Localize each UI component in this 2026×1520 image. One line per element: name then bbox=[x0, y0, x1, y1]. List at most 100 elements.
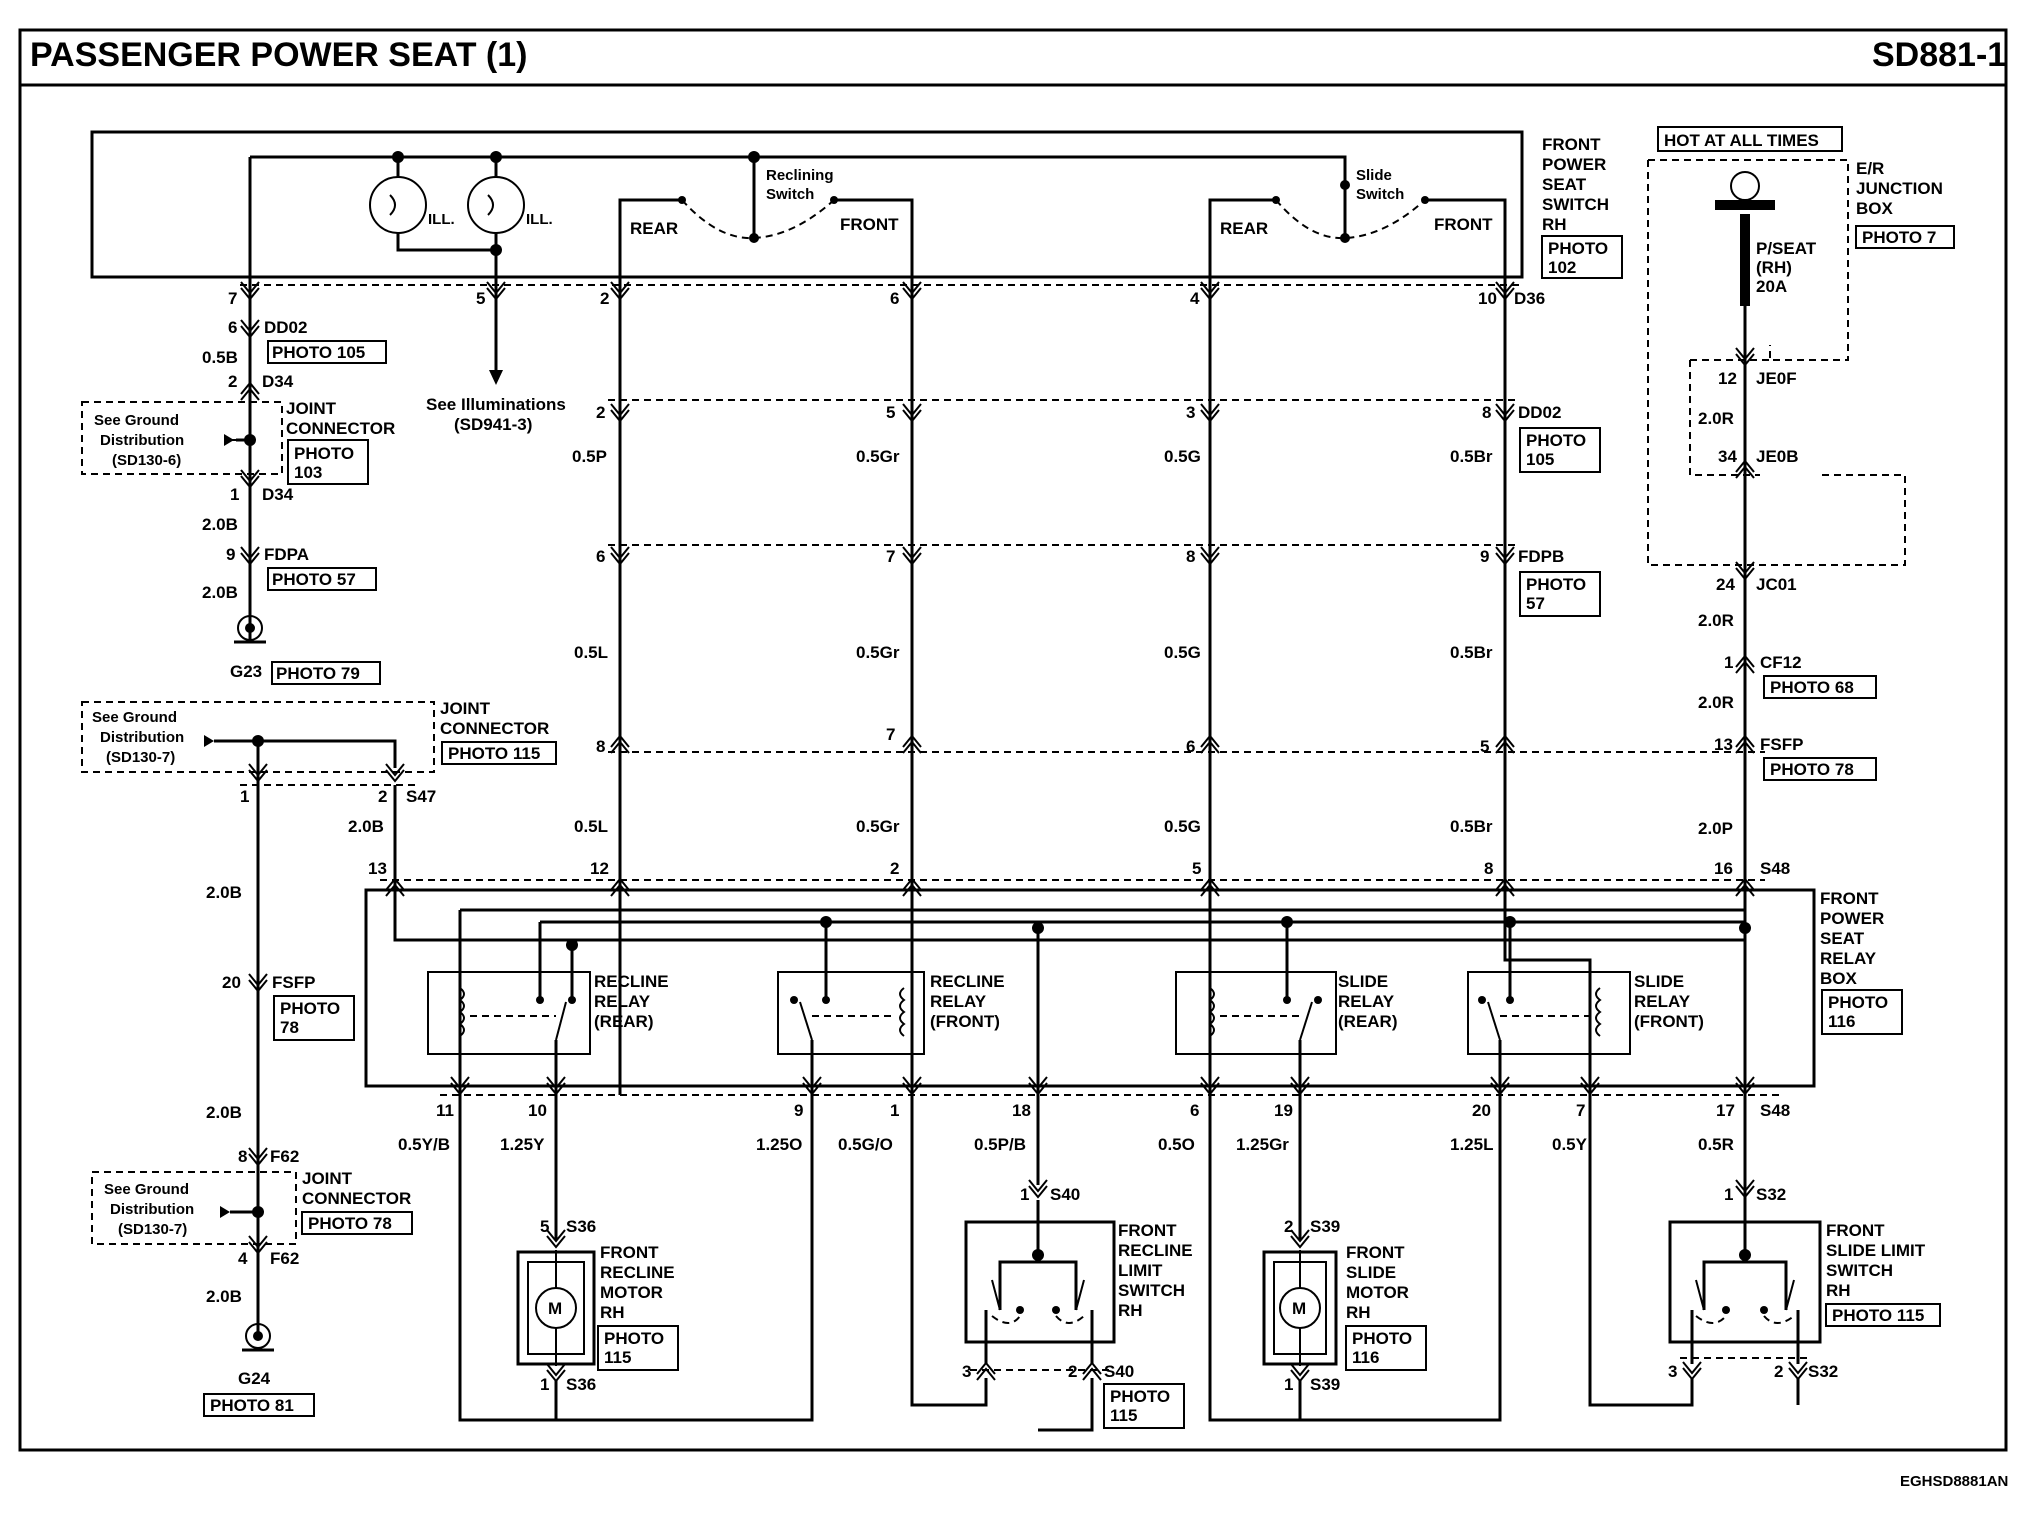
svg-text:CF12: CF12 bbox=[1760, 653, 1802, 672]
svg-text:116: 116 bbox=[1828, 1012, 1855, 1031]
svg-text:5: 5 bbox=[1192, 859, 1201, 878]
svg-text:9: 9 bbox=[1480, 547, 1489, 566]
svg-text:(SD130-7): (SD130-7) bbox=[106, 749, 175, 766]
svg-text:JOINT: JOINT bbox=[440, 699, 491, 718]
svg-text:CONNECTOR: CONNECTOR bbox=[440, 719, 549, 738]
svg-text:7: 7 bbox=[886, 725, 895, 744]
svg-text:8: 8 bbox=[1186, 547, 1195, 566]
svg-text:8: 8 bbox=[1484, 859, 1493, 878]
svg-text:FRONT: FRONT bbox=[1820, 889, 1879, 908]
svg-text:S36: S36 bbox=[566, 1217, 596, 1236]
svg-text:2: 2 bbox=[600, 289, 609, 308]
svg-text:5: 5 bbox=[540, 1217, 549, 1236]
svg-text:0.5Br: 0.5Br bbox=[1450, 643, 1493, 662]
svg-text:(FRONT): (FRONT) bbox=[1634, 1012, 1704, 1031]
svg-text:17: 17 bbox=[1716, 1101, 1735, 1120]
svg-text:1: 1 bbox=[230, 485, 239, 504]
svg-text:S32: S32 bbox=[1756, 1185, 1786, 1204]
svg-text:P/SEAT: P/SEAT bbox=[1756, 239, 1817, 258]
svg-text:12: 12 bbox=[1718, 369, 1737, 388]
fuse-icon bbox=[1740, 214, 1750, 306]
svg-text:0.5G: 0.5G bbox=[1164, 447, 1201, 466]
svg-text:S47: S47 bbox=[406, 787, 436, 806]
svg-text:4: 4 bbox=[1190, 289, 1200, 308]
svg-text:RELAY: RELAY bbox=[1338, 992, 1395, 1011]
svg-text:13: 13 bbox=[368, 859, 387, 878]
svg-text:0.5L: 0.5L bbox=[574, 817, 608, 836]
svg-text:(RH): (RH) bbox=[1756, 258, 1792, 277]
svg-text:1: 1 bbox=[240, 787, 249, 806]
recline-relay-front bbox=[777, 971, 925, 1055]
svg-text:FDPB: FDPB bbox=[1518, 547, 1564, 566]
svg-text:S40: S40 bbox=[1050, 1185, 1080, 1204]
svg-text:0.5P: 0.5P bbox=[572, 447, 607, 466]
svg-text:RELAY: RELAY bbox=[1820, 949, 1877, 968]
svg-text:0.5Gr: 0.5Gr bbox=[856, 643, 900, 662]
svg-text:6: 6 bbox=[1190, 1101, 1199, 1120]
front-power-seat-switch: ILL. ILL. Reclining Switch REAR FRONT bbox=[90, 130, 1623, 285]
svg-text:16: 16 bbox=[1714, 859, 1733, 878]
svg-text:8: 8 bbox=[596, 737, 605, 756]
svg-text:SWITCH: SWITCH bbox=[1542, 195, 1609, 214]
svg-text:0.5Br: 0.5Br bbox=[1450, 817, 1493, 836]
svg-text:PHOTO: PHOTO bbox=[1352, 1329, 1412, 1348]
svg-text:2: 2 bbox=[228, 372, 237, 391]
svg-text:115: 115 bbox=[1110, 1406, 1137, 1425]
svg-text:103: 103 bbox=[294, 463, 322, 482]
svg-text:G23: G23 bbox=[230, 662, 262, 681]
svg-text:SLIDE LIMIT: SLIDE LIMIT bbox=[1826, 1241, 1926, 1260]
svg-text:19: 19 bbox=[1274, 1101, 1293, 1120]
svg-text:CONNECTOR: CONNECTOR bbox=[286, 419, 395, 438]
svg-text:JOINT: JOINT bbox=[302, 1169, 353, 1188]
svg-text:2.0R: 2.0R bbox=[1698, 693, 1734, 712]
svg-text:1.25L: 1.25L bbox=[1450, 1135, 1493, 1154]
bottom-pins: 11 0.5Y/B 10 1.25Y 9 1.25O 1 0.5G/O 18 0… bbox=[398, 1076, 1790, 1154]
svg-text:6: 6 bbox=[1186, 737, 1195, 756]
svg-text:0.5Y/B: 0.5Y/B bbox=[398, 1135, 450, 1154]
svg-text:E/R: E/R bbox=[1856, 159, 1884, 178]
svg-text:2.0R: 2.0R bbox=[1698, 409, 1734, 428]
svg-text:1: 1 bbox=[1020, 1185, 1029, 1204]
svg-text:2.0B: 2.0B bbox=[206, 1103, 242, 1122]
left-lower-ground: See Ground Distribution (SD130-7) JOINT … bbox=[81, 699, 557, 1417]
svg-text:PHOTO: PHOTO bbox=[1548, 239, 1608, 258]
svg-text:F62: F62 bbox=[270, 1147, 299, 1166]
svg-text:SWITCH: SWITCH bbox=[1118, 1281, 1185, 1300]
svg-text:SWITCH: SWITCH bbox=[1826, 1261, 1893, 1280]
front-slide-limit-switch: 1 S32 3 2 S32 FRONT SLIDE LIMIT SWITCH R… bbox=[1588, 1095, 1941, 1407]
svg-text:1: 1 bbox=[1724, 653, 1733, 672]
svg-text:RH: RH bbox=[600, 1303, 625, 1322]
svg-text:8: 8 bbox=[1482, 403, 1491, 422]
svg-text:(FRONT): (FRONT) bbox=[930, 1012, 1000, 1031]
svg-text:0.5O: 0.5O bbox=[1158, 1135, 1195, 1154]
svg-text:24: 24 bbox=[1716, 575, 1735, 594]
svg-text:M: M bbox=[1292, 1299, 1306, 1318]
ground-icon bbox=[237, 615, 263, 641]
svg-text:JC01: JC01 bbox=[1756, 575, 1797, 594]
svg-text:3: 3 bbox=[962, 1362, 971, 1381]
svg-text:2.0B: 2.0B bbox=[206, 1287, 242, 1306]
svg-text:8: 8 bbox=[238, 1147, 247, 1166]
svg-text:PHOTO 57: PHOTO 57 bbox=[272, 570, 356, 589]
svg-text:7: 7 bbox=[1576, 1101, 1585, 1120]
svg-text:20A: 20A bbox=[1756, 277, 1787, 296]
svg-text:D36: D36 bbox=[1514, 289, 1545, 308]
svg-text:3: 3 bbox=[1668, 1362, 1677, 1381]
ill-lamp-icon bbox=[467, 176, 525, 234]
svg-text:2.0B: 2.0B bbox=[348, 817, 384, 836]
svg-text:POWER: POWER bbox=[1820, 909, 1884, 928]
svg-text:(REAR): (REAR) bbox=[594, 1012, 654, 1031]
svg-text:RECLINE: RECLINE bbox=[594, 972, 669, 991]
svg-text:0.5G: 0.5G bbox=[1164, 643, 1201, 662]
svg-text:0.5Br: 0.5Br bbox=[1450, 447, 1493, 466]
svg-text:0.5G: 0.5G bbox=[1164, 817, 1201, 836]
svg-text:1: 1 bbox=[890, 1101, 899, 1120]
svg-text:2.0P: 2.0P bbox=[1698, 819, 1733, 838]
svg-text:0.5P/B: 0.5P/B bbox=[974, 1135, 1026, 1154]
svg-text:5: 5 bbox=[1480, 737, 1489, 756]
svg-text:JE0B: JE0B bbox=[1756, 447, 1799, 466]
svg-text:RECLINE: RECLINE bbox=[1118, 1241, 1193, 1260]
svg-text:SEAT: SEAT bbox=[1820, 929, 1865, 948]
svg-text:Slide: Slide bbox=[1356, 167, 1392, 184]
